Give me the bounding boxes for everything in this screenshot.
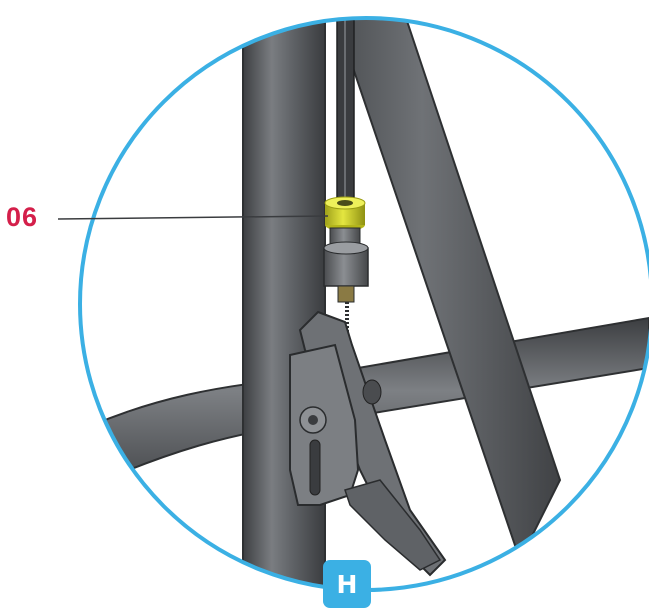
detail-badge: H — [323, 560, 371, 608]
vertical-tube — [242, 18, 326, 590]
callout-number: 06 — [6, 202, 39, 232]
highlighted-nut — [324, 196, 366, 231]
barrel-nut — [323, 241, 369, 287]
detail-badge-letter: H — [336, 569, 358, 599]
leader-line — [57, 215, 329, 220]
diagonal-tube — [328, 18, 562, 563]
detail-view — [80, 18, 649, 590]
bracket-plate — [289, 310, 447, 577]
